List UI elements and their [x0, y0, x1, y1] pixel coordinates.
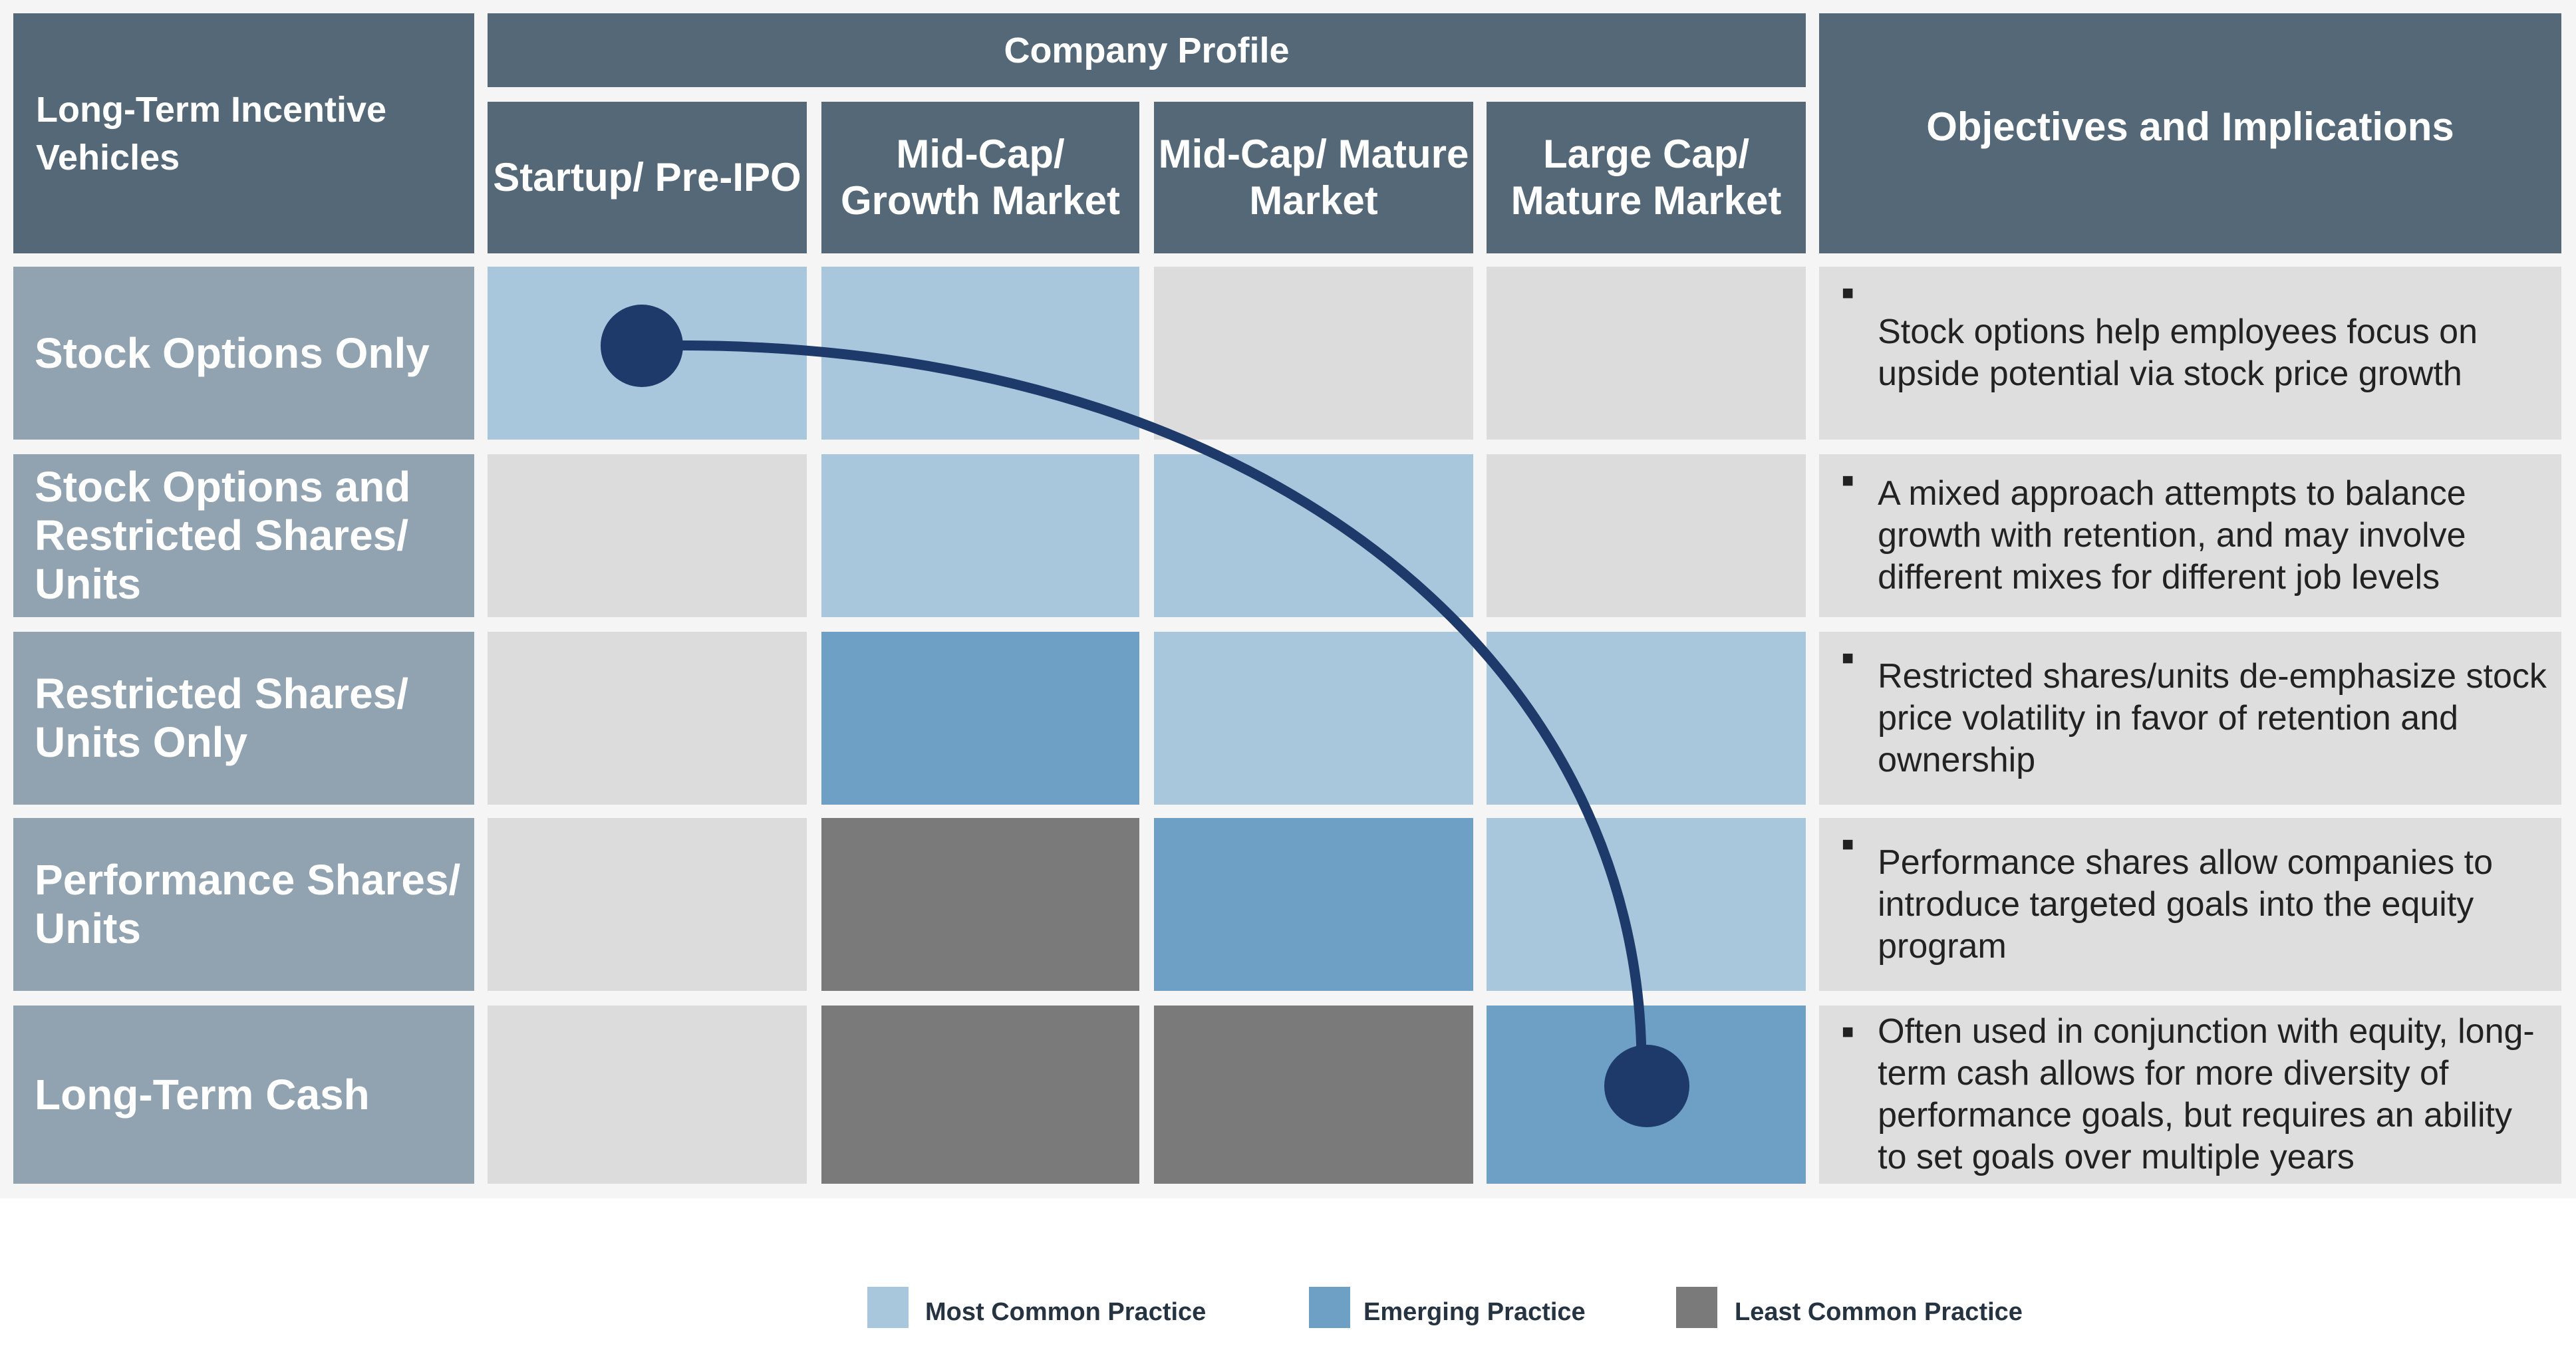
profile-header-0: Startup/ Pre-IPO	[488, 102, 807, 253]
bullet-icon: ■	[1842, 282, 1854, 304]
matrix-cell-none	[488, 818, 807, 991]
legend-label: Most Common Practice	[925, 1298, 1207, 1326]
profile-header-1: Mid-Cap/ Growth Market	[821, 102, 1139, 253]
matrix-cell-most_common	[1154, 632, 1473, 805]
matrix-cell-none	[1154, 267, 1473, 440]
bullet-icon: ■	[1842, 470, 1854, 491]
matrix-cell-emerging	[821, 632, 1139, 805]
bullet-icon: ■	[1842, 833, 1854, 855]
objective-cell: ■ A mixed approach attempts to balance gr…	[1819, 454, 2561, 617]
profile-header-3: Large Cap/ Mature Market	[1487, 102, 1806, 253]
legend-label: Emerging Practice	[1363, 1298, 1586, 1326]
matrix-cell-least_common	[821, 818, 1139, 991]
objective-cell: ■ Stock options help employees focus on u…	[1819, 267, 2561, 440]
row-label: Stock Options Only	[13, 267, 474, 440]
matrix-cell-emerging	[1154, 818, 1473, 991]
bullet-icon: ■	[1842, 1021, 1854, 1043]
matrix-cell-most_common	[821, 454, 1139, 617]
objective-text: Restricted shares/units de-emphasize sto…	[1878, 656, 2547, 779]
objective-cell: ■ Restricted shares/units de-emphasize st…	[1819, 632, 2561, 805]
objective-cell: ■ Performance shares allow companies to i…	[1819, 818, 2561, 991]
bullet-icon: ■	[1842, 647, 1854, 669]
matrix-cell-most_common	[1487, 818, 1806, 991]
legend-label: Least Common Practice	[1735, 1298, 2023, 1326]
objective-text: Often used in conjunction with equity, l…	[1878, 1012, 2535, 1176]
row-label: Long-Term Cash	[13, 1006, 474, 1184]
objective-text: A mixed approach attempts to balance gro…	[1878, 474, 2466, 597]
end-dot	[1604, 1045, 1689, 1127]
matrix-cell-none	[488, 1006, 807, 1184]
row-label: Stock Options and Restricted Shares/ Uni…	[13, 454, 474, 617]
start-dot	[601, 305, 683, 387]
objective-text: Performance shares allow companies to in…	[1878, 843, 2494, 966]
matrix-cell-least_common	[821, 1006, 1139, 1184]
objective-text: Stock options help employees focus on up…	[1878, 313, 2478, 393]
vehicles-header: Long-Term Incentive Vehicles	[13, 13, 474, 253]
legend-swatch-emerging	[1309, 1287, 1350, 1328]
company-profile-header: Company Profile	[488, 13, 1806, 87]
legend-swatch-least_common	[1676, 1287, 1717, 1328]
progression-curve	[641, 340, 1647, 1065]
objective-cell: ■ Often used in conjunction with equity, …	[1819, 1006, 2561, 1184]
legend-swatch-most_common	[867, 1287, 909, 1328]
objectives-header: Objectives and Implications	[1819, 13, 2561, 253]
row-label: Restricted Shares/ Units Only	[13, 632, 474, 805]
matrix-cell-none	[1487, 267, 1806, 440]
matrix-cell-least_common	[1154, 1006, 1473, 1184]
row-label: Performance Shares/ Units	[13, 818, 474, 991]
matrix-cell-none	[488, 454, 807, 617]
profile-header-2: Mid-Cap/ Mature Market	[1154, 102, 1473, 253]
matrix-cell-none	[488, 632, 807, 805]
matrix-cell-none	[1487, 454, 1806, 617]
